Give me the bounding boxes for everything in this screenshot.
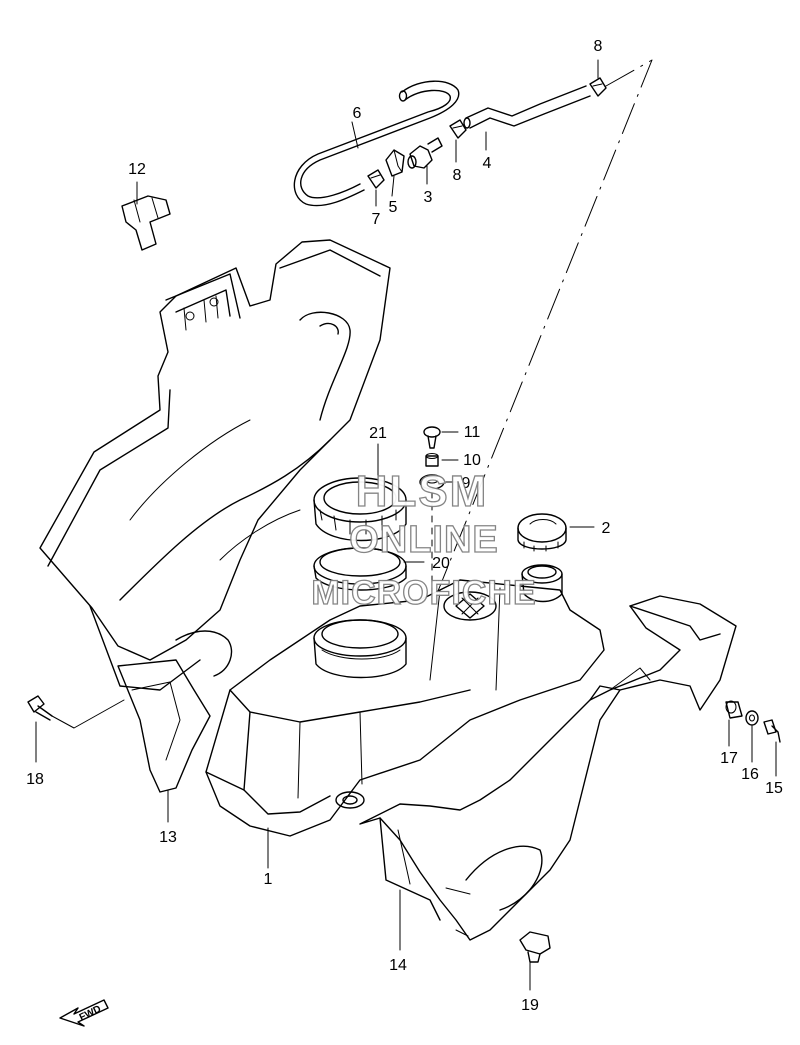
left-tank-cover xyxy=(39,239,391,691)
part-6-breather-hose xyxy=(293,80,460,207)
callout-21: 21 xyxy=(369,425,387,442)
callout-10: 10 xyxy=(463,452,481,469)
part-7-clamp xyxy=(367,169,385,189)
callout-4: 4 xyxy=(483,155,492,172)
part-8-clamp-upper xyxy=(589,77,607,97)
part-12-holder xyxy=(121,195,171,251)
part-5-cap xyxy=(385,149,405,177)
fwd-arrow-icon: FWD xyxy=(59,999,109,1027)
part-10-collar xyxy=(425,453,439,467)
part-19-clip xyxy=(519,931,551,963)
part-4-hose xyxy=(463,85,591,129)
watermark: HLSM ONLINE MICROFICHE xyxy=(311,466,537,612)
callout-9: 9 xyxy=(462,475,471,492)
callout-12: 12 xyxy=(128,161,146,178)
watermark-line-2: ONLINE xyxy=(349,519,499,561)
part-2-fuel-cap xyxy=(517,513,567,552)
part-14-side-cover xyxy=(359,595,737,941)
leader-lines xyxy=(35,59,777,991)
part-8-clamp-lower xyxy=(449,119,467,139)
callout-3: 3 xyxy=(424,189,433,206)
callout-8-top: 8 xyxy=(594,38,603,55)
callout-16: 16 xyxy=(741,766,759,783)
part-9-cushion xyxy=(419,474,445,490)
watermark-line-3: MICROFICHE xyxy=(311,574,536,612)
part-16-washer xyxy=(745,710,759,726)
part-20-gasket xyxy=(313,547,407,591)
callout-19: 19 xyxy=(521,997,539,1014)
callout-20: 20 xyxy=(432,555,450,572)
part-21-lock-ring xyxy=(313,477,407,542)
callout-14: 14 xyxy=(389,957,407,974)
watermark-line-1: HLSM xyxy=(356,467,489,516)
part-15-bolt xyxy=(763,719,781,743)
part-11-screw xyxy=(423,426,441,449)
callout-1: 1 xyxy=(264,871,273,888)
part-13-side-panel xyxy=(117,630,233,793)
callout-7: 7 xyxy=(372,211,381,228)
callout-11: 11 xyxy=(464,424,481,441)
callout-8-mid: 8 xyxy=(453,167,462,184)
callout-13: 13 xyxy=(159,829,177,846)
callout-labels: 1 2 3 4 5 6 7 8 8 9 10 11 12 13 14 15 16… xyxy=(26,38,783,1014)
callout-17: 17 xyxy=(720,750,738,767)
fwd-label: FWD xyxy=(78,1004,103,1024)
part-18-bolt xyxy=(27,695,53,721)
part-17-collar xyxy=(725,700,743,719)
part-3-valve xyxy=(407,137,443,169)
part-1-fuel-tank xyxy=(205,564,605,837)
callout-6: 6 xyxy=(353,105,362,122)
callout-15: 15 xyxy=(765,780,783,797)
callout-18: 18 xyxy=(26,771,44,788)
callout-2: 2 xyxy=(602,520,611,537)
callout-5: 5 xyxy=(389,199,398,216)
